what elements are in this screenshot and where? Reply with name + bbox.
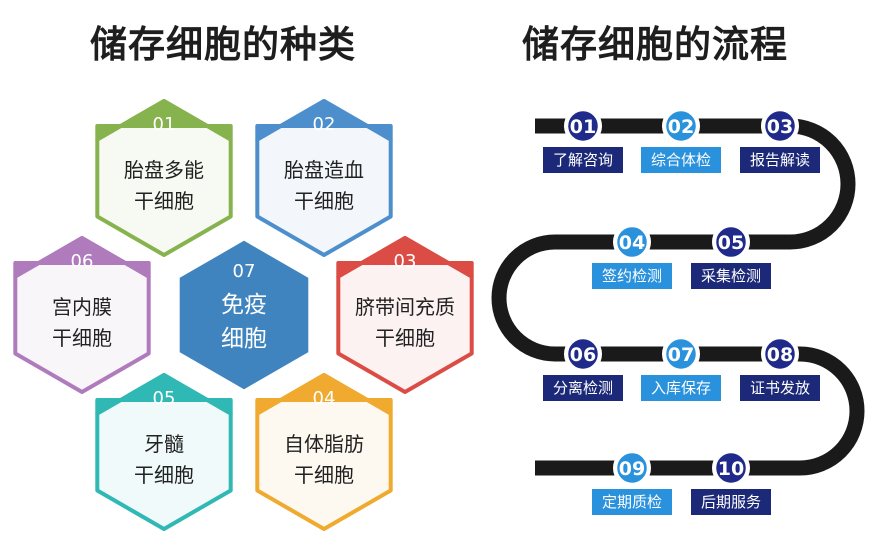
hex-label-line1: 自体脂肪: [284, 432, 364, 456]
step-circle: [663, 108, 699, 144]
process-step-07: 07 入库保存: [641, 335, 721, 401]
step-label: 定期质检: [602, 493, 662, 511]
hex-cap: [336, 236, 474, 279]
step-label-box: [641, 375, 721, 401]
step-label-box: [592, 489, 672, 515]
step-number: 06: [570, 344, 596, 366]
step-number: 10: [718, 458, 744, 480]
hex-cap: [95, 373, 233, 416]
step-number: 03: [767, 116, 793, 138]
hex-cap: [95, 99, 233, 142]
step-label-box: [691, 489, 771, 515]
step-label-box: [740, 147, 820, 173]
step-number: 07: [668, 344, 694, 366]
hex-number: 03: [394, 251, 417, 272]
hex-number: 02: [313, 114, 336, 135]
hex-label-line2: 干细胞: [375, 326, 435, 350]
step-circle: [762, 108, 798, 144]
step-number: 09: [619, 458, 645, 480]
hex-number: 07: [233, 261, 256, 282]
cell-types-hex-cluster: 01胎盘多能干细胞02胎盘造血干细胞03脐带间充质干细胞04自体脂肪干细胞05牙…: [13, 99, 474, 531]
process-step-06: 06 分离检测: [543, 335, 623, 401]
step-label: 采集检测: [701, 267, 761, 285]
process-step-02: 02 综合体检: [641, 107, 721, 173]
process-track: [491, 118, 865, 476]
step-label: 了解咨询: [553, 151, 613, 169]
process-step-10: 10 后期服务: [691, 449, 771, 515]
step-label: 入库保存: [651, 379, 711, 397]
hex-cap: [255, 99, 393, 142]
process-title: 储存细胞的流程: [522, 23, 788, 66]
hex-number: 06: [71, 251, 94, 272]
step-circle: [565, 108, 601, 144]
step-label-box: [592, 263, 672, 289]
hex-label-line1: 牙髓: [144, 432, 184, 456]
cell-types-title: 储存细胞的种类: [90, 23, 356, 66]
hex-label-line1: 脐带间充质: [355, 295, 455, 319]
hex-cap: [255, 373, 393, 416]
step-label-box: [543, 147, 623, 173]
hex-label-line2: 干细胞: [134, 189, 194, 213]
hex-label-line2: 干细胞: [294, 463, 354, 487]
step-number: 08: [767, 344, 793, 366]
step-label-box: [641, 147, 721, 173]
process-step-04: 04 签约检测: [592, 223, 672, 289]
step-circle: [614, 450, 650, 486]
process-steps: 01 了解咨询 02 综合体检 03 报告解读 04 签约检测 05 采集检测 06 分离检测 07 入库…: [543, 107, 820, 515]
process-step-09: 09 定期质检: [592, 449, 672, 515]
process-step-05: 05 采集检测: [691, 223, 771, 289]
hex-label-line2: 干细胞: [294, 189, 354, 213]
step-label: 分离检测: [553, 379, 613, 397]
step-circle: [713, 224, 749, 260]
step-number: 04: [619, 232, 645, 254]
hex-number: 01: [153, 114, 176, 135]
step-label: 综合体检: [651, 151, 711, 169]
hex-number: 04: [313, 388, 336, 409]
process-step-08: 08 证书发放: [740, 335, 820, 401]
hex-label-line2: 干细胞: [134, 463, 194, 487]
step-number: 02: [668, 116, 694, 138]
step-circle: [565, 336, 601, 372]
step-label-box: [740, 375, 820, 401]
hex-label-line1: 胎盘造血: [284, 158, 364, 182]
step-number: 01: [570, 116, 596, 138]
hex-number: 05: [153, 388, 176, 409]
hex-cap: [13, 236, 151, 279]
step-label: 报告解读: [750, 151, 810, 169]
step-circle: [713, 450, 749, 486]
step-label-box: [543, 375, 623, 401]
step-label: 签约检测: [602, 267, 662, 285]
step-label: 证书发放: [750, 379, 810, 397]
process-step-01: 01 了解咨询: [543, 107, 623, 173]
step-circle: [762, 336, 798, 372]
step-circle: [614, 224, 650, 260]
hex-label-line2: 干细胞: [52, 326, 112, 350]
hex-shape: [176, 237, 312, 393]
hex-label-line1: 宫内膜: [52, 295, 112, 319]
hex-label-line1: 免疫: [221, 292, 267, 318]
step-circle: [663, 336, 699, 372]
step-label: 后期服务: [701, 493, 761, 511]
hex-label-line2: 细胞: [221, 326, 267, 352]
step-label-box: [691, 263, 771, 289]
process-step-03: 03 报告解读: [740, 107, 820, 173]
hex-label-line1: 胎盘多能: [124, 158, 204, 182]
step-number: 05: [718, 232, 744, 254]
